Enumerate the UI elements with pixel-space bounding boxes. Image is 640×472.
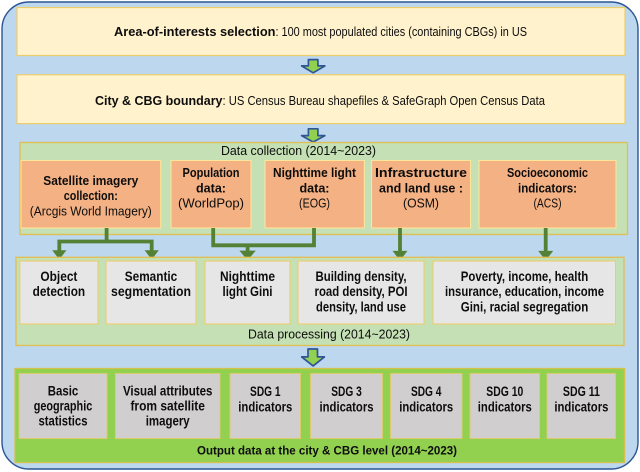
svg-text:indicators: indicators xyxy=(554,400,608,415)
svg-text:Visual attributes: Visual attributes xyxy=(123,383,213,398)
svg-text:imagery: imagery xyxy=(146,414,190,429)
svg-text:(OSM): (OSM) xyxy=(403,197,439,211)
svg-text:data:: data: xyxy=(196,181,226,195)
svg-text:indicators: indicators xyxy=(478,400,532,415)
svg-text:indicators: indicators xyxy=(399,400,453,415)
svg-text:Nighttime: Nighttime xyxy=(220,269,275,284)
svg-text:insurance, education, income: insurance, education, income xyxy=(445,284,604,299)
svg-text:Object: Object xyxy=(40,269,77,284)
svg-text:Data processing (2014~2023): Data processing (2014~2023) xyxy=(248,327,410,342)
svg-text:indicators: indicators xyxy=(238,400,292,415)
svg-text:collection:: collection: xyxy=(64,189,118,203)
svg-text:Nighttime light: Nighttime light xyxy=(273,166,357,180)
svg-text:indicators: indicators xyxy=(320,400,374,415)
svg-text:Output data at the city & CBG: Output data at the city & CBG level (201… xyxy=(197,443,457,457)
svg-text:SDG 4: SDG 4 xyxy=(411,384,442,399)
svg-text:density, land use: density, land use xyxy=(316,299,406,314)
svg-text:Building density,: Building density, xyxy=(316,269,407,284)
svg-text:City & CBG boundary: City & CBG boundary xyxy=(95,93,223,108)
svg-text:light Gini: light Gini xyxy=(223,284,273,299)
svg-text:geographic: geographic xyxy=(34,399,93,414)
svg-text:indicators:: indicators: xyxy=(518,181,577,195)
svg-text:segmentation: segmentation xyxy=(111,284,191,299)
svg-text:Infrastructure: Infrastructure xyxy=(375,166,467,180)
svg-text:statistics: statistics xyxy=(39,414,88,429)
svg-text:SDG 10: SDG 10 xyxy=(486,384,523,399)
svg-text:(EOG): (EOG) xyxy=(299,197,330,211)
svg-text:Gini, racial segregation: Gini, racial segregation xyxy=(461,299,589,314)
svg-text:detection: detection xyxy=(33,284,86,299)
svg-text:Data collection (2014~2023): Data collection (2014~2023) xyxy=(221,143,376,158)
svg-text:SDG 3: SDG 3 xyxy=(331,384,362,399)
svg-text:road density, POI: road density, POI xyxy=(315,284,408,299)
svg-text:(WorldPop): (WorldPop) xyxy=(178,197,244,211)
svg-text:SDG 11: SDG 11 xyxy=(563,384,600,399)
svg-text:and land use :: and land use : xyxy=(379,181,463,195)
svg-text:Semantic: Semantic xyxy=(125,269,178,284)
svg-text:Population: Population xyxy=(183,166,240,180)
svg-text:: 100 most populated cities (c: : 100 most populated cities (containing … xyxy=(276,24,528,39)
svg-text:data:: data: xyxy=(300,181,330,195)
svg-text:Satellite imagery: Satellite imagery xyxy=(43,174,138,188)
svg-text:SDG 1: SDG 1 xyxy=(250,384,281,399)
svg-text:(Arcgis World Imagery): (Arcgis World Imagery) xyxy=(30,204,152,218)
svg-text:from satellite: from satellite xyxy=(130,399,205,414)
svg-text:(ACS): (ACS) xyxy=(534,197,562,211)
svg-text:Socioeconomic: Socioeconomic xyxy=(507,166,588,180)
svg-text:Area-of-interests selection: Area-of-interests selection xyxy=(114,24,276,39)
svg-text:: US Census Bureau shapefiles: : US Census Bureau shapefiles & SafeGrap… xyxy=(223,93,546,108)
svg-text:Poverty, income, health: Poverty, income, health xyxy=(461,269,589,284)
svg-text:Basic: Basic xyxy=(48,383,79,398)
